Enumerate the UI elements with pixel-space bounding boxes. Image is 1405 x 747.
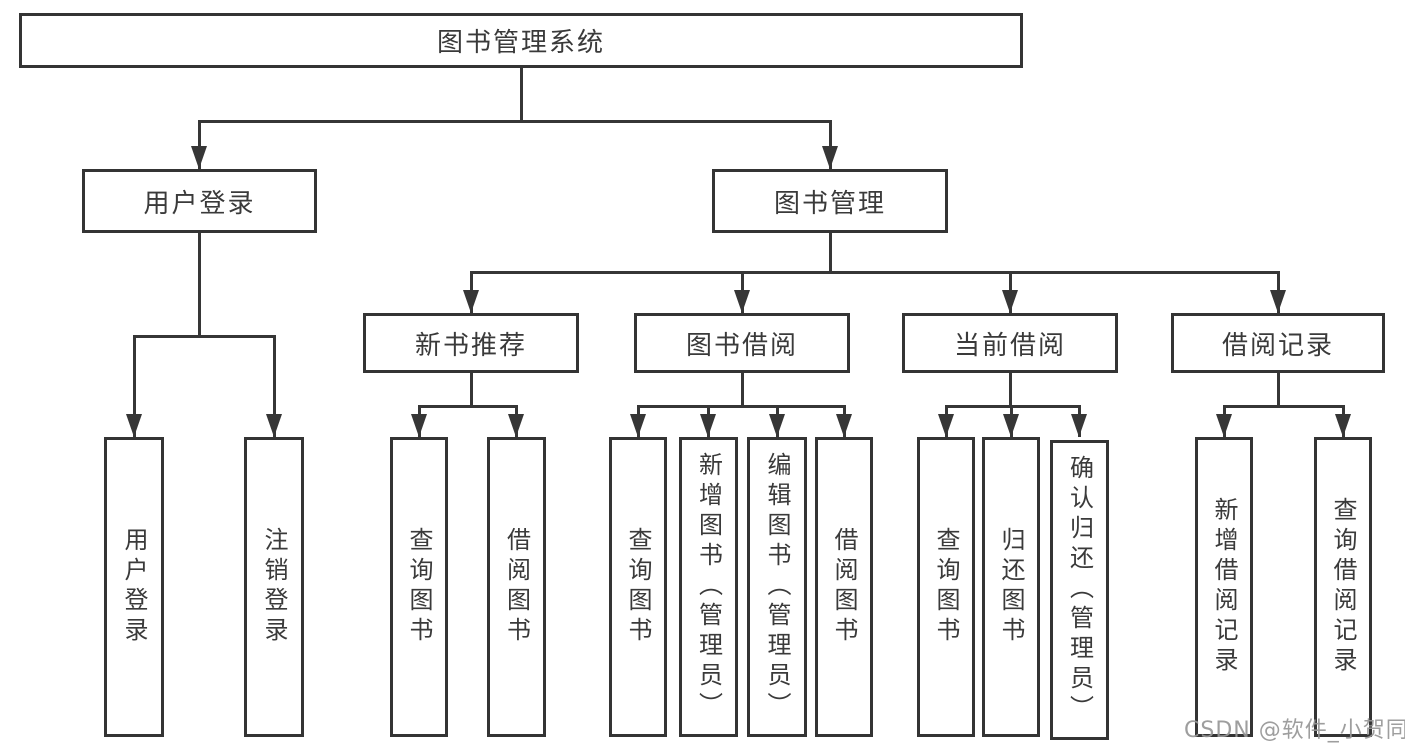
node-new-book-recommend: 新书推荐 [363,313,579,373]
arrow-down-icon [822,146,838,169]
connector-vline [133,335,136,437]
connector-hline [945,405,1081,408]
node-label: 用户登录 [120,527,148,647]
node-label: 新书推荐 [414,330,527,361]
node-label: 注销登录 [260,527,288,647]
connector-vline [198,120,201,170]
arrow-down-icon [700,414,716,437]
node-label: 图书借阅 [685,330,798,361]
arrow-down-icon [1216,414,1232,437]
leaf-edit-book-admin: 编辑图书（管理员） [747,437,807,737]
node-borrow-records: 借阅记录 [1171,313,1385,373]
node-label: 新增图书（管理员） [694,452,723,722]
arrow-down-icon [734,290,750,313]
node-book-management: 图书管理 [712,169,948,233]
node-label: 图书管理 [773,188,886,219]
connector-vline [1009,373,1012,408]
leaf-add-borrow-record: 新增借阅记录 [1195,437,1253,737]
connector-hline [470,271,1280,274]
arrow-down-icon [411,414,427,437]
arrow-down-icon [938,414,954,437]
leaf-add-book-admin: 新增图书（管理员） [679,437,738,737]
leaf-borrow-books-recommend: 借阅图书 [487,437,546,737]
node-label: 查询图书 [405,527,433,647]
node-label: 新增借阅记录 [1210,497,1238,677]
connector-vline [829,120,832,170]
node-user-login: 用户登录 [82,169,317,233]
leaf-user-login: 用户登录 [104,437,164,737]
arrow-down-icon [508,414,524,437]
connector-vline [198,233,201,338]
arrow-down-icon [1270,290,1286,313]
connector-vline [273,335,276,437]
leaf-logout: 注销登录 [244,437,304,737]
connector-vline [520,68,523,123]
connector-hline [418,405,518,408]
arrow-down-icon [769,414,785,437]
node-label: 确认归还（管理员） [1065,455,1094,725]
arrow-down-icon [1002,290,1018,313]
connector-hline [133,335,276,338]
connector-vline [470,373,473,408]
connector-vline [741,373,744,408]
node-label: 借阅记录 [1221,330,1334,361]
connector-vline [1277,373,1280,408]
leaf-query-books-recommend: 查询图书 [390,437,448,737]
node-label: 借阅图书 [502,527,531,647]
connector-vline [829,233,832,274]
arrow-down-icon [630,414,646,437]
node-label: 查询图书 [932,527,960,647]
node-label: 编辑图书（管理员） [763,452,791,722]
leaf-query-books-borrow: 查询图书 [609,437,667,737]
node-book-borrow: 图书借阅 [634,313,850,373]
leaf-query-borrow-record: 查询借阅记录 [1314,437,1372,737]
node-label: 当前借阅 [953,330,1066,361]
arrow-down-icon [1335,414,1351,437]
arrow-down-icon [1071,414,1087,437]
csdn-watermark: CSDN @软件_小贺同学 [1184,718,1405,743]
leaf-borrow-books: 借阅图书 [815,437,873,737]
node-current-borrow: 当前借阅 [902,313,1118,373]
leaf-query-books-current: 查询图书 [917,437,975,737]
connector-hline [637,405,846,408]
node-label: 查询借阅记录 [1329,497,1357,677]
node-label: 查询图书 [624,527,652,647]
arrow-down-icon [463,290,479,313]
node-label: 借阅图书 [830,527,858,647]
arrow-down-icon [1003,414,1019,437]
node-label: 用户登录 [143,188,256,219]
leaf-confirm-return-admin: 确认归还（管理员） [1050,440,1109,740]
connector-hline [198,120,832,123]
connector-hline [1223,405,1345,408]
leaf-return-books: 归还图书 [982,437,1040,737]
arrow-down-icon [266,414,282,437]
arrow-down-icon [836,414,852,437]
node-library-system: 图书管理系统 [19,13,1023,68]
arrow-down-icon [126,414,142,437]
arrow-down-icon [191,146,207,169]
node-label: 图书管理系统 [436,28,605,58]
node-label: 归还图书 [997,527,1025,647]
